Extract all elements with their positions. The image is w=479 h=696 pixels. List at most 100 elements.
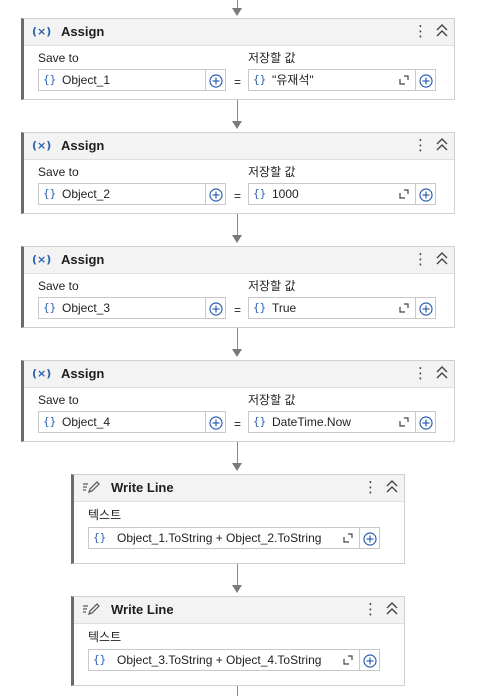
save-to-field[interactable]: {} Object_3: [38, 297, 206, 319]
flow-arrow: [232, 121, 242, 129]
save-to-label: Save to: [38, 165, 79, 179]
expand-corner-icon[interactable]: [399, 417, 409, 427]
text-value: Object_1.ToString + Object_2.ToString: [117, 531, 322, 545]
plus-circle-icon: [363, 654, 377, 668]
assign-activity[interactable]: (×) Assign ⋮ Save to 저장할 값 {} Object_1 =…: [21, 18, 455, 100]
flow-arrow: [232, 463, 242, 471]
add-value-button[interactable]: [360, 649, 380, 671]
assign-activity[interactable]: (×) Assign ⋮ Save to 저장할 값 {} Object_4 =…: [21, 360, 455, 442]
value-label: 저장할 값: [248, 51, 296, 65]
assign-activity[interactable]: (×) Assign ⋮ Save to 저장할 값 {} Object_3 =…: [21, 246, 455, 328]
value-text: "유재석": [272, 73, 314, 87]
equals-sign: =: [234, 189, 242, 203]
collapse-up-icon[interactable]: [436, 252, 448, 266]
flow-arrow: [232, 8, 242, 16]
value-field[interactable]: {} True: [248, 297, 416, 319]
text-field[interactable]: {} Object_3.ToString + Object_4.ToString: [88, 649, 360, 671]
writeline-activity[interactable]: Write Line ⋮ 텍스트 {} Object_3.ToString + …: [71, 596, 405, 686]
value-field[interactable]: {} DateTime.Now: [248, 411, 416, 433]
connector-line: [237, 686, 238, 696]
activity-title: Assign: [61, 138, 105, 153]
activity-header[interactable]: (×) Assign ⋮: [24, 19, 454, 46]
add-value-button[interactable]: [360, 527, 380, 549]
expand-corner-icon[interactable]: [399, 189, 409, 199]
save-to-value: Object_4: [62, 415, 111, 429]
plus-circle-icon: [419, 302, 433, 316]
value-label: 저장할 값: [248, 165, 296, 179]
activity-header[interactable]: Write Line ⋮: [74, 597, 404, 624]
value-field[interactable]: {} "유재석": [248, 69, 416, 91]
save-to-field[interactable]: {} Object_1: [38, 69, 206, 91]
equals-sign: =: [234, 417, 242, 431]
assign-activity[interactable]: (×) Assign ⋮ Save to 저장할 값 {} Object_2 =…: [21, 132, 455, 214]
activity-header[interactable]: (×) Assign ⋮: [24, 361, 454, 388]
equals-sign: =: [234, 75, 242, 89]
braces-icon: {}: [43, 415, 57, 428]
kebab-menu-icon[interactable]: ⋮: [413, 364, 428, 382]
save-to-field[interactable]: {} Object_2: [38, 183, 206, 205]
variable-x-icon: (×): [32, 367, 52, 380]
expand-corner-icon[interactable]: [399, 75, 409, 85]
kebab-menu-icon[interactable]: ⋮: [413, 136, 428, 154]
save-to-label: Save to: [38, 279, 79, 293]
expand-corner-icon[interactable]: [399, 303, 409, 313]
braces-icon: {}: [253, 187, 267, 200]
writeline-activity[interactable]: Write Line ⋮ 텍스트 {} Object_1.ToString + …: [71, 474, 405, 564]
kebab-menu-icon[interactable]: ⋮: [413, 22, 428, 40]
braces-icon: {}: [43, 73, 57, 86]
connector-line: [237, 442, 238, 463]
add-value-button[interactable]: [416, 297, 436, 319]
flow-arrow: [232, 349, 242, 357]
text-label: 텍스트: [88, 508, 122, 522]
collapse-up-icon[interactable]: [386, 602, 398, 616]
activity-title: Write Line: [111, 602, 174, 617]
plus-circle-icon: [419, 188, 433, 202]
activity-title: Assign: [61, 24, 105, 39]
value-label: 저장할 값: [248, 393, 296, 407]
add-value-button[interactable]: [416, 69, 436, 91]
kebab-menu-icon[interactable]: ⋮: [363, 600, 378, 618]
add-variable-button[interactable]: [206, 69, 226, 91]
expand-corner-icon[interactable]: [343, 655, 353, 665]
add-variable-button[interactable]: [206, 183, 226, 205]
save-to-label: Save to: [38, 393, 79, 407]
value-text: DateTime.Now: [272, 415, 351, 429]
add-variable-button[interactable]: [206, 411, 226, 433]
value-text: True: [272, 301, 297, 315]
collapse-up-icon[interactable]: [436, 366, 448, 380]
connector-line: [237, 100, 238, 121]
kebab-menu-icon[interactable]: ⋮: [363, 478, 378, 496]
activity-header[interactable]: (×) Assign ⋮: [24, 133, 454, 160]
kebab-menu-icon[interactable]: ⋮: [413, 250, 428, 268]
add-value-button[interactable]: [416, 183, 436, 205]
braces-icon: {}: [253, 301, 267, 314]
connector-line: [237, 0, 238, 8]
plus-circle-icon: [209, 416, 223, 430]
pencil-icon: [82, 480, 100, 498]
save-to-value: Object_2: [62, 187, 111, 201]
braces-icon: {}: [253, 415, 267, 428]
variable-x-icon: (×): [32, 25, 52, 38]
plus-circle-icon: [209, 74, 223, 88]
collapse-up-icon[interactable]: [436, 138, 448, 152]
connector-line: [237, 214, 238, 235]
value-field[interactable]: {} 1000: [248, 183, 416, 205]
plus-circle-icon: [209, 188, 223, 202]
add-value-button[interactable]: [416, 411, 436, 433]
expand-corner-icon[interactable]: [343, 533, 353, 543]
activity-header[interactable]: (×) Assign ⋮: [24, 247, 454, 274]
collapse-up-icon[interactable]: [386, 480, 398, 494]
activity-header[interactable]: Write Line ⋮: [74, 475, 404, 502]
collapse-up-icon[interactable]: [436, 24, 448, 38]
activity-title: Write Line: [111, 480, 174, 495]
text-field[interactable]: {} Object_1.ToString + Object_2.ToString: [88, 527, 360, 549]
equals-sign: =: [234, 303, 242, 317]
braces-icon: {}: [93, 653, 107, 666]
save-to-field[interactable]: {} Object_4: [38, 411, 206, 433]
plus-circle-icon: [419, 74, 433, 88]
braces-icon: {}: [253, 73, 267, 86]
value-text: 1000: [272, 187, 299, 201]
braces-icon: {}: [93, 531, 107, 544]
add-variable-button[interactable]: [206, 297, 226, 319]
activity-title: Assign: [61, 366, 105, 381]
